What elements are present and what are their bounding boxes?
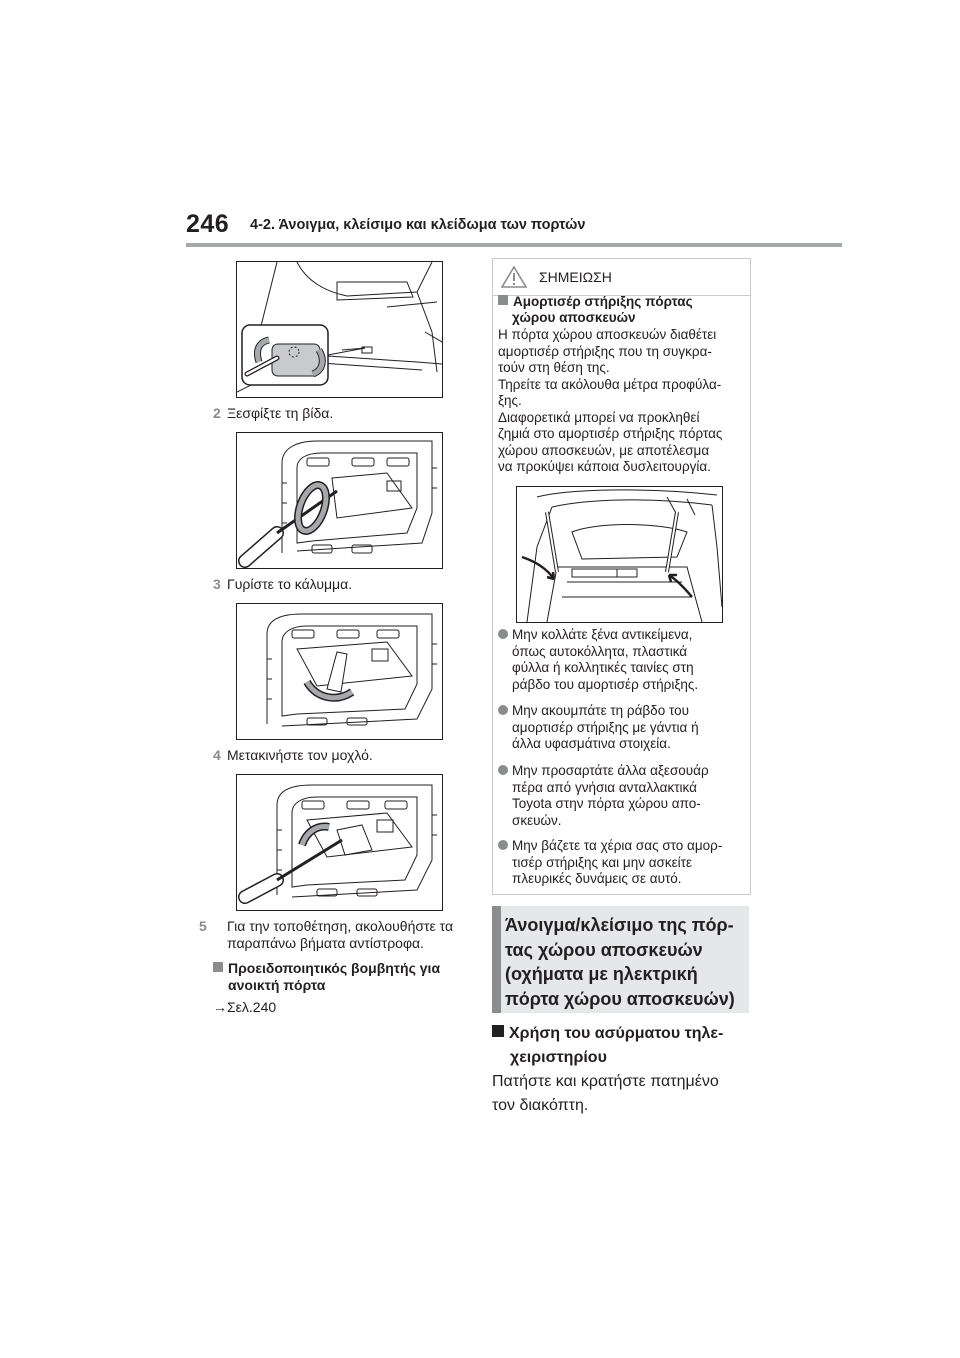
round-bullet-icon	[498, 765, 508, 775]
section-title-box	[492, 906, 749, 1013]
round-bullet-icon	[498, 840, 508, 850]
header-divider	[186, 243, 842, 247]
note-heading: Αμορτισέρ στήριξης πόρτας χώρου αποσκευώ…	[498, 294, 757, 326]
page-number: 246	[186, 210, 230, 238]
note-bullet-4: Μην βάζετε τα χέρια σας στο αμορ- τισέρ …	[498, 838, 757, 888]
note-bullet-2: Μην ακουμπάτε τη ράβδο του αμορτισέρ στή…	[498, 703, 757, 753]
note-bullet-1: Μην κολλάτε ξένα αντικείμενα, όπως αυτοκ…	[498, 627, 757, 693]
tailgate-struts-figure	[516, 486, 723, 623]
move-lever-figure	[236, 774, 443, 911]
section-header-title: 4-2. Άνοιγμα, κλείσιμο και κλείδωμα των …	[250, 217, 586, 233]
note-paragraph: Η πόρτα χώρου αποσκευών διαθέτει αμορτισ…	[498, 327, 723, 474]
remote-control-instruction: Πατήστε και κρατήστε πατημένο τον διακόπ…	[492, 1073, 719, 1114]
square-bullet-icon	[213, 962, 223, 972]
tailgate-screw-figure	[236, 261, 443, 398]
note-label: ΣΗΜΕΙΩΣΗ	[539, 269, 612, 285]
turn-cover-figure	[236, 603, 443, 740]
page-reference-link[interactable]: →Σελ.240	[213, 999, 277, 1015]
note-header: ΣΗΜΕΙΩΣΗ	[493, 259, 750, 296]
square-bullet-icon	[498, 295, 508, 305]
round-bullet-icon	[498, 705, 508, 715]
remote-control-heading: Χρήση του ασύρματου τηλε- χειριστηρίου	[492, 1022, 767, 1070]
section-title: Άνοιγμα/κλείσιμο της πόρ- τας χώρου αποσ…	[505, 915, 735, 1009]
square-bullet-icon	[492, 1025, 504, 1037]
note-bullet-3: Μην προσαρτάτε άλλα αξεσουάρ πέρα από γν…	[498, 763, 757, 829]
warning-buzzer-heading: Προειδοποιητικός βομβητής για ανοικτή πό…	[213, 960, 488, 994]
caution-triangle-icon	[501, 266, 527, 288]
loosen-screw-figure	[236, 432, 443, 569]
round-bullet-icon	[498, 629, 508, 639]
note-box: ΣΗΜΕΙΩΣΗ	[492, 258, 751, 895]
section-title-bar	[492, 906, 501, 1013]
